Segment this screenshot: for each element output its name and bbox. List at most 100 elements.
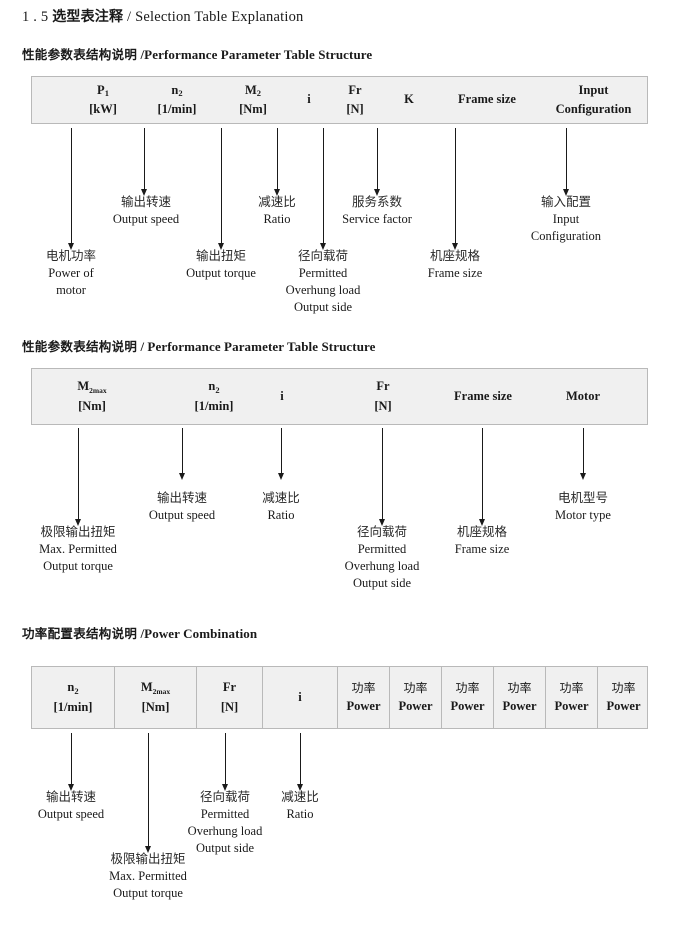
table1-col-input-configuration-line2: Configuration	[555, 102, 632, 116]
table3-col-power-1-cn: 功率	[351, 680, 376, 695]
table1-col-frame-size: Frame size	[436, 77, 538, 123]
table1-col-p1-unit: [kW]	[89, 102, 117, 116]
table2-col-n2-subscript: 2	[215, 384, 220, 395]
table3-col-power-6-en: Power	[606, 699, 641, 714]
page-title-separator: /	[127, 9, 132, 25]
note-table3-output-speed-en1: Output speed	[37, 806, 105, 821]
note-table3-overhung-load-en3: Output side	[196, 840, 254, 855]
table3-col-power-5-cn: 功率	[559, 680, 584, 695]
table3-col-n2-symbol: n	[67, 680, 75, 695]
arrow-table3-i	[296, 733, 305, 791]
note-table2-output-speed: 输出转速 Output speed	[149, 490, 215, 524]
table2-col-frame-size: Frame size	[432, 369, 534, 424]
note-table2-overhung-load-en1: Permitted	[357, 541, 407, 556]
note-table2-overhung-load-en2: Overhung load	[344, 558, 420, 573]
arrow-table1-p1	[67, 128, 76, 250]
table1-col-input-configuration-line1: Input	[578, 82, 609, 97]
table3-col-power-2: 功率 Power	[389, 667, 441, 728]
section-2-heading: 性能参数表结构说明 / Performance Parameter Table …	[22, 336, 376, 355]
table1-col-n2: n2 [1/min]	[140, 77, 214, 123]
table3-col-m2max-subscript: 2max	[152, 686, 171, 696]
note-table1-power-of-motor-en2: motor	[56, 282, 86, 297]
arrow-table1-n2	[140, 128, 149, 196]
note-table2-motor-type-cn: 电机型号	[557, 490, 608, 505]
note-table1-output-torque-cn: 输出扭矩	[195, 248, 247, 263]
table2-col-frame-size-label: Frame size	[454, 388, 512, 403]
note-table3-max-permitted-torque: 极限输出扭矩 Max. Permitted Output torque	[109, 851, 187, 902]
table1-col-k: K	[382, 77, 436, 123]
section-3-heading-english: Power Combination	[144, 626, 258, 641]
arrow-table1-k	[373, 128, 382, 196]
table1-col-frame-size-label: Frame size	[458, 92, 516, 107]
note-table2-max-permitted-torque: 极限输出扭矩 Max. Permitted Output torque	[39, 524, 117, 575]
page-title-number: 1 . 5	[22, 9, 49, 25]
arrow-table1-frame-size	[451, 128, 460, 250]
note-table2-ratio-cn: 减速比	[262, 490, 300, 505]
arrow-table1-fr	[319, 128, 328, 250]
table1-col-p1-subscript: 1	[104, 88, 109, 99]
table3-col-n2-unit: [1/min]	[53, 699, 93, 714]
table3-col-fr: Fr [N]	[196, 667, 262, 728]
table3-col-i-symbol: i	[298, 689, 302, 704]
section-3-heading-separator: /	[140, 626, 145, 641]
note-table2-max-permitted-torque-en2: Output torque	[43, 558, 113, 573]
table3-col-power-3-en: Power	[450, 699, 485, 714]
table3-col-fr-symbol: Fr	[222, 680, 237, 695]
arrow-table1-input-configuration	[562, 128, 571, 196]
arrow-table1-i	[273, 128, 282, 196]
note-table1-power-of-motor-en1: Power of	[48, 265, 94, 280]
arrow-table3-n2	[67, 733, 76, 791]
note-table3-overhung-load-en2: Overhung load	[187, 823, 263, 838]
table1-col-k-symbol: K	[404, 92, 414, 107]
note-table1-overhung-load: 径向载荷 Permitted Overhung load Output side	[286, 248, 361, 316]
table3-col-power-3: 功率 Power	[441, 667, 493, 728]
note-table2-max-permitted-torque-cn: 极限输出扭矩	[40, 524, 116, 539]
note-table3-max-permitted-torque-en2: Output torque	[113, 885, 183, 900]
arrow-table3-m2max	[144, 733, 153, 853]
performance-parameter-table-2: M2max [Nm] n2 [1/min] i Fr [N] Frame siz…	[31, 368, 648, 425]
note-table3-overhung-load: 径向载荷 Permitted Overhung load Output side	[188, 789, 263, 857]
table1-col-fr-symbol: Fr	[348, 82, 362, 97]
table2-col-m2max: M2max [Nm]	[42, 369, 142, 424]
note-table1-overhung-load-cn: 径向载荷	[297, 248, 349, 263]
arrow-table2-m2max	[74, 428, 83, 526]
section-1-heading-english: Performance Parameter Table Structure	[144, 47, 373, 62]
table2-col-i: i	[247, 369, 317, 424]
power-combination-table: n2 [1/min] M2max [Nm] Fr [N] i 功率 Power …	[31, 666, 648, 729]
page-title-chinese: 选型表注释	[52, 9, 124, 25]
section-1-heading-separator: /	[140, 47, 145, 62]
section-2-heading-english: Performance Parameter Table Structure	[147, 339, 376, 354]
table1-col-p1-symbol: P	[97, 82, 105, 97]
note-table1-service-factor-en1: Service factor	[342, 211, 412, 226]
note-table1-input-configuration-en1: Input	[552, 211, 580, 226]
table3-col-power-1-en: Power	[346, 699, 381, 714]
table1-col-m2-unit: [Nm]	[239, 102, 267, 116]
table2-col-n2-symbol: n	[208, 379, 216, 394]
note-table3-ratio-cn: 减速比	[281, 789, 319, 804]
table3-col-power-2-en: Power	[398, 699, 433, 714]
table3-col-m2max: M2max [Nm]	[114, 667, 196, 728]
note-table1-service-factor: 服务系数 Service factor	[342, 194, 412, 228]
section-2-heading-separator: /	[140, 339, 145, 354]
note-table1-power-of-motor: 电机功率 Power of motor	[46, 248, 96, 299]
note-table1-frame-size: 机座规格 Frame size	[428, 248, 483, 282]
note-table2-overhung-load-cn: 径向载荷	[356, 524, 408, 539]
performance-parameter-table-1: P1 [kW] n2 [1/min] M2 [Nm] i Fr [N] K Fr…	[31, 76, 648, 124]
note-table3-max-permitted-torque-cn: 极限输出扭矩	[110, 851, 186, 866]
note-table1-power-of-motor-cn: 电机功率	[45, 248, 97, 263]
table2-col-m2max-symbol: M	[77, 379, 90, 394]
section-3-heading: 功率配置表结构说明 /Power Combination	[22, 623, 257, 642]
table2-col-n2: n2 [1/min]	[162, 369, 266, 424]
note-table3-max-permitted-torque-en1: Max. Permitted	[109, 868, 187, 883]
table1-col-i-symbol: i	[307, 92, 311, 107]
page-title: 1 . 5 选型表注释 / Selection Table Explanatio…	[22, 6, 304, 26]
note-table1-input-configuration-en2: Configuration	[530, 228, 602, 243]
note-table3-overhung-load-cn: 径向载荷	[199, 789, 251, 804]
table3-col-i: i	[262, 667, 337, 728]
note-table1-input-configuration: 输入配置 Input Configuration	[531, 194, 601, 245]
table1-col-n2-subscript: 2	[178, 88, 183, 99]
table3-col-power-5: 功率 Power	[545, 667, 597, 728]
note-table2-frame-size: 机座规格 Frame size	[455, 524, 510, 558]
table3-col-power-3-cn: 功率	[455, 680, 480, 695]
table3-col-power-6-cn: 功率	[611, 680, 636, 695]
